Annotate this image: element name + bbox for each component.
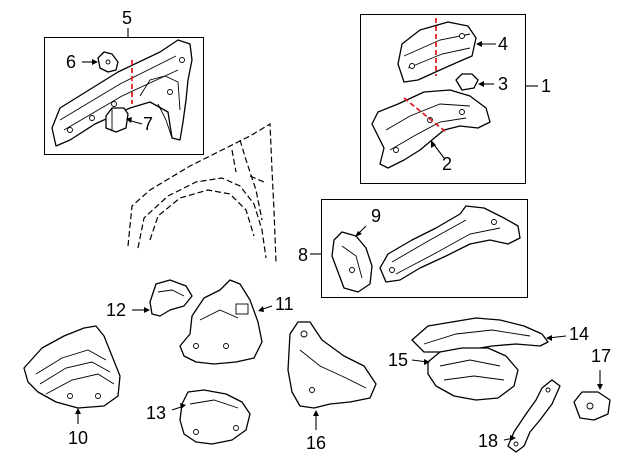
callout-5: 5	[122, 8, 133, 28]
part-4-rail	[397, 18, 477, 83]
callout-7: 7	[143, 114, 154, 134]
part-17-bracket	[573, 391, 611, 421]
callout-2: 2	[442, 154, 453, 174]
part-8-rail	[379, 205, 521, 283]
callout-15: 15	[388, 350, 409, 370]
callout-6: 6	[66, 52, 77, 72]
callout-12: 12	[106, 300, 127, 320]
part-5-apron-rail	[51, 39, 193, 147]
callout-9: 9	[371, 206, 382, 226]
callout-14: 14	[569, 324, 590, 344]
callout-8: 8	[298, 245, 309, 265]
callout-11: 11	[275, 294, 294, 314]
part-13-bracket	[179, 389, 251, 445]
callout-17: 17	[591, 346, 612, 366]
callout-3: 3	[498, 74, 509, 94]
leader-lines	[75, 28, 603, 441]
callout-1: 1	[541, 76, 552, 96]
part-2-wheelhouse	[371, 89, 491, 169]
part-6-bracket	[97, 51, 119, 73]
callout-4: 4	[498, 34, 509, 54]
callout-16: 16	[306, 433, 327, 453]
part-11-shield	[179, 279, 263, 365]
part-18-bracket	[507, 379, 561, 453]
part-10-splash-shield	[23, 325, 121, 409]
callout-13: 13	[146, 403, 167, 423]
part-16-shield	[287, 321, 377, 409]
part-12-bracket	[149, 279, 193, 317]
part-15-heat-shield	[427, 347, 519, 401]
fender-outline	[127, 122, 277, 263]
group-box-5	[44, 37, 204, 155]
group-box-1	[360, 14, 526, 184]
callout-18: 18	[478, 431, 499, 451]
part-3-bracket	[455, 73, 479, 91]
part-7-bracket	[105, 107, 129, 133]
callout-10: 10	[68, 428, 89, 448]
part-9-bracket	[331, 231, 373, 293]
part-14-shield	[411, 317, 549, 353]
group-box-8	[321, 199, 528, 298]
